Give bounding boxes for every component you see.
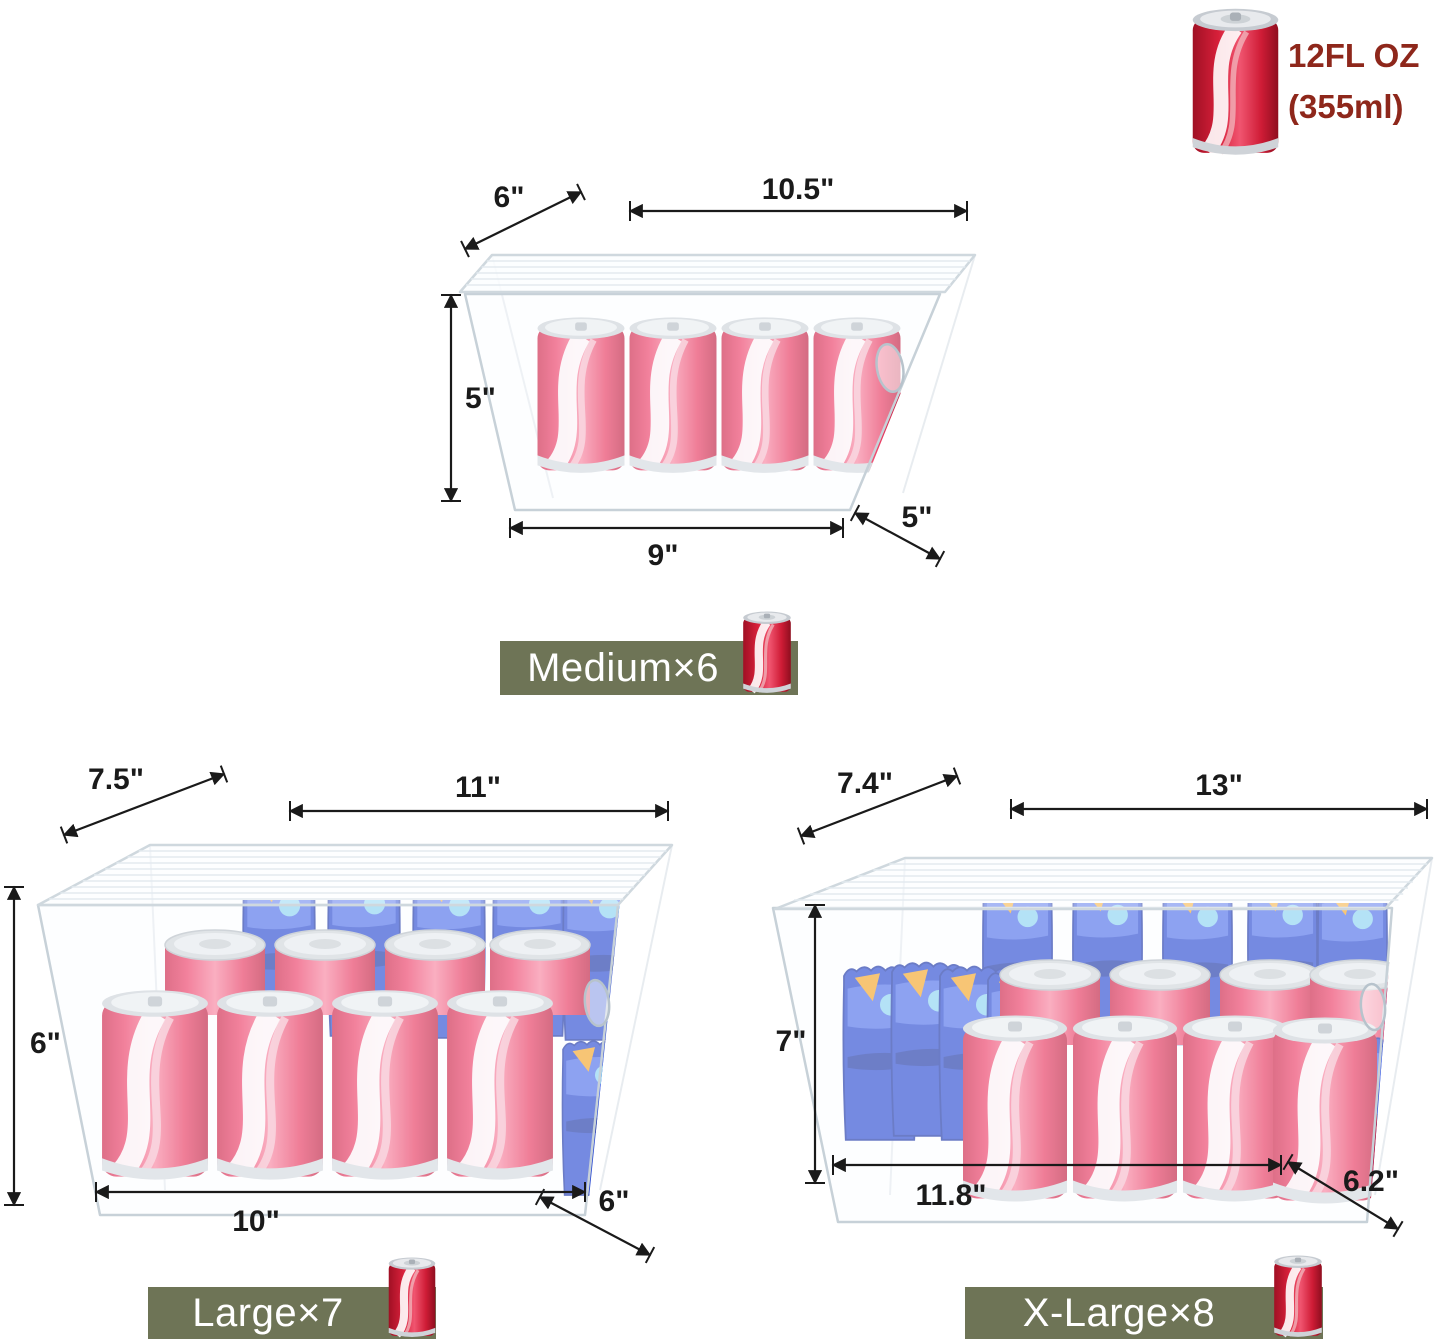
bin-contents xyxy=(842,903,1394,1204)
dimension-label: 10" xyxy=(232,1205,280,1238)
medium-soda-can-icon xyxy=(738,610,796,698)
dimension-base-width: 10" xyxy=(94,1182,587,1238)
dimension-label: 6" xyxy=(494,181,525,214)
medium-size-label: Medium×6 xyxy=(527,645,719,690)
reference-volume-line2: (355ml) xyxy=(1288,88,1404,126)
dimension-lid-width: 10.5" xyxy=(628,173,969,221)
medium-bin-illustration: 6" 10.5" 5" 9" 5" xyxy=(441,173,977,572)
dimension-height: 6" xyxy=(4,885,61,1207)
dimension-label: 7" xyxy=(776,1025,807,1058)
bin-lid xyxy=(773,856,1434,911)
reference-soda-can-image xyxy=(1183,6,1288,164)
bin-lid xyxy=(36,843,674,907)
bin-lid xyxy=(458,253,977,294)
dimension-label: 11" xyxy=(455,771,501,804)
dimension-lid-width: 13" xyxy=(1009,769,1429,819)
dimension-label: 5" xyxy=(902,501,933,534)
bin-body xyxy=(36,903,620,1217)
dimension-lid-depth: 7.5" xyxy=(59,763,229,844)
reference-volume-line1: 12FL OZ xyxy=(1288,37,1420,74)
dimension-label: 6" xyxy=(599,1185,630,1218)
dimension-base-depth: 6.2" xyxy=(1282,1153,1404,1238)
bin-body xyxy=(771,906,1394,1224)
bin-handle-cutout xyxy=(1359,982,1387,1032)
large-size-badge: Large×7 xyxy=(148,1287,436,1339)
dimension-base-depth: 5" xyxy=(849,501,946,568)
xlarge-bin-illustration: 7.4" 13" 7" 11.8" 6.2" xyxy=(771,767,1434,1238)
dimension-label: 10.5" xyxy=(762,173,835,206)
bin-back-edge xyxy=(599,844,673,1191)
large-bin-illustration: 7.5" 11" 6" 10" 6" xyxy=(4,763,674,1264)
xlarge-soda-can-icon xyxy=(1270,1254,1326,1341)
xlarge-size-label: X-Large×8 xyxy=(1022,1290,1216,1335)
dimension-label: 5" xyxy=(465,382,496,415)
xlarge-size-badge: X-Large×8 xyxy=(965,1287,1323,1339)
large-soda-can-icon xyxy=(384,1256,440,1341)
dimension-lid-depth: 6" xyxy=(460,181,586,258)
dimension-height: 7" xyxy=(776,903,825,1185)
bin-back-edge xyxy=(1374,857,1433,1196)
dimension-label: 11.8" xyxy=(916,1179,987,1212)
dimension-label: 6.2" xyxy=(1343,1165,1399,1198)
dimension-label: 13" xyxy=(1195,769,1243,802)
reference-volume-text: 12FL OZ (355ml) xyxy=(1288,30,1419,132)
dimension-label: 7.4" xyxy=(837,767,893,800)
bin-handle-cutout xyxy=(875,343,905,393)
bin-handle-cutout xyxy=(583,978,611,1028)
dimension-base-width: 11.8" xyxy=(831,1155,1283,1212)
bin-contents xyxy=(102,900,620,1196)
dimension-lid-width: 11" xyxy=(288,771,670,821)
dimension-label: 9" xyxy=(648,539,679,572)
dimension-height: 5" xyxy=(441,293,496,503)
dimension-lid-depth: 7.4" xyxy=(796,767,962,845)
dimension-base-depth: 6" xyxy=(534,1185,656,1264)
bin-back-edge xyxy=(902,254,976,494)
large-size-label: Large×7 xyxy=(192,1290,344,1335)
dimension-base-width: 9" xyxy=(508,518,845,572)
bin-body xyxy=(463,292,942,512)
dimension-label: 6" xyxy=(30,1027,61,1060)
dimension-label: 7.5" xyxy=(88,763,144,796)
